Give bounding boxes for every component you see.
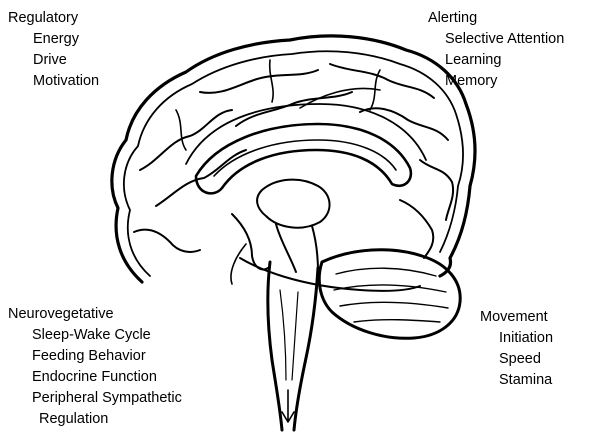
neurovegetative-item: Peripheral Sympathetic bbox=[8, 388, 182, 409]
cerebellum-folia bbox=[336, 268, 436, 276]
regulatory-heading: Regulatory bbox=[8, 8, 99, 29]
neurovegetative-item: Endocrine Function bbox=[8, 367, 182, 388]
pathway bbox=[231, 244, 246, 284]
alerting-item: Memory bbox=[428, 71, 564, 92]
movement-item: Initiation bbox=[480, 328, 553, 349]
movement-heading: Movement bbox=[480, 307, 553, 328]
arrow-down bbox=[282, 390, 294, 422]
midbrain bbox=[276, 224, 296, 272]
alerting-heading: Alerting bbox=[428, 8, 564, 29]
corpus-callosum bbox=[196, 124, 411, 193]
label-group-regulatory: Regulatory Energy Drive Motivation bbox=[8, 8, 99, 92]
regulatory-item: Energy bbox=[8, 29, 99, 50]
gyrus bbox=[330, 64, 434, 98]
gyrus bbox=[176, 110, 186, 150]
movement-item: Speed bbox=[480, 349, 553, 370]
gyrus bbox=[140, 110, 232, 170]
cerebellum-folia bbox=[354, 320, 440, 322]
neurovegetative-item: Regulation bbox=[8, 409, 182, 430]
gyrus bbox=[156, 150, 246, 206]
gyrus bbox=[400, 200, 433, 258]
gyrus bbox=[236, 92, 352, 126]
gyrus bbox=[200, 70, 318, 93]
label-group-movement: Movement Initiation Speed Stamina bbox=[480, 307, 553, 391]
midbrain bbox=[312, 226, 318, 272]
neurovegetative-item: Feeding Behavior bbox=[8, 346, 182, 367]
brainstem-fibers bbox=[280, 290, 286, 380]
movement-item: Stamina bbox=[480, 370, 553, 391]
label-group-neurovegetative: Neurovegetative Sleep-Wake Cycle Feeding… bbox=[8, 304, 182, 430]
cerebellum-folia bbox=[340, 302, 448, 308]
cerebrum-outline-inner bbox=[124, 51, 463, 276]
neurovegetative-item: Sleep-Wake Cycle bbox=[8, 325, 182, 346]
alerting-item: Selective Attention bbox=[428, 29, 564, 50]
alerting-item: Learning bbox=[428, 50, 564, 71]
gyrus bbox=[270, 60, 273, 102]
regulatory-item: Drive bbox=[8, 50, 99, 71]
brainstem bbox=[268, 262, 282, 430]
neurovegetative-heading: Neurovegetative bbox=[8, 304, 182, 325]
brainstem-fibers bbox=[292, 292, 298, 380]
gyrus bbox=[134, 230, 200, 252]
thalamus bbox=[257, 180, 329, 228]
cerebellum bbox=[319, 250, 460, 339]
hypothalamus bbox=[232, 214, 268, 270]
regulatory-item: Motivation bbox=[8, 71, 99, 92]
label-group-alerting: Alerting Selective Attention Learning Me… bbox=[428, 8, 564, 92]
gyrus bbox=[420, 160, 453, 220]
